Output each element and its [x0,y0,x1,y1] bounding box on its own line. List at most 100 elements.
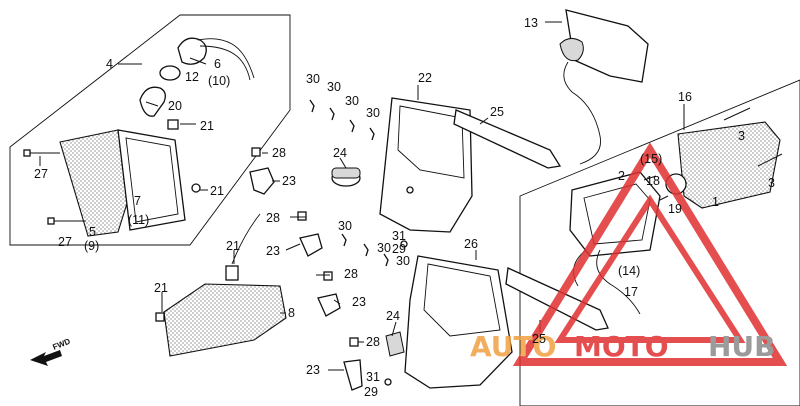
clip-30e [341,233,347,247]
side-cover-26-part [404,255,513,389]
callout-label: 28 [366,335,380,349]
lower-brackets [297,211,408,391]
callout-label: 19 [668,202,682,216]
turn-signal-8-lens [163,283,287,357]
grommet-24a-top [331,167,361,179]
callout-label: 5 [89,225,96,239]
bracket-23a [249,167,275,195]
clip-31b [384,378,392,386]
watermark: AUTO MOTO HUB [470,142,788,366]
bracket-23c [317,293,341,317]
ring-part [159,65,181,81]
clip-30a [309,99,315,113]
callout-label: 21 [226,239,240,253]
callout-label: (14) [618,264,640,278]
callout-label: 27 [58,235,72,249]
taillight-13-wire [563,61,602,165]
callout-label: 30 [306,72,320,86]
screw-27a-head [23,149,31,157]
bulb-part [139,86,166,117]
callout-label: 25 [532,332,546,346]
callout-label: 7 [134,194,141,208]
callout-labels: 13 4 6 12 (10) 20 21 27 7 (11) 21 27 5 (… [34,16,775,399]
callout-label: 20 [168,99,182,113]
clip-31a [400,240,408,248]
turn-signal-housing-part [117,129,186,231]
callout-label: 12 [185,70,199,84]
callout-label: 30 [327,80,341,94]
light-wire-part [596,249,641,315]
callout-label: 31 [366,370,380,384]
clip-30b [329,107,335,121]
bulb-socket-part [177,37,207,65]
screw-21b-part [191,183,201,193]
watermark-part1: AUTO [470,330,556,363]
watermark-triangle-outer [512,142,788,366]
side-cover-26-window [423,263,501,337]
clip-30g [383,253,389,267]
callout-label: 31 [392,229,406,243]
bolt-28c [323,271,333,281]
callout-label: 25 [490,105,504,119]
screw-3a-part [723,107,751,121]
clip-30c [349,119,355,133]
callout-label: 23 [266,244,280,258]
callout-label: 23 [282,174,296,188]
watermark-triangle-inner [554,194,746,343]
callout-label: 28 [344,267,358,281]
fwd-label: FWD [51,337,71,352]
callout-label: 18 [646,174,660,188]
callout-label: (11) [128,213,149,227]
fwd-indicator: FWD [30,337,72,366]
screw-21d-part [155,312,165,322]
callout-label: 3 [738,129,745,143]
callout-label: (15) [640,152,662,166]
bracket-23b [299,233,323,257]
side-cover-22-window [397,105,465,179]
callout-label: 1 [712,195,719,209]
front-turn-signal-group [9,14,291,246]
callout-label: (9) [84,239,99,253]
rear-lens-part [677,121,781,209]
watermark-part3: HUB [708,330,776,363]
fwd-arrow-icon [30,350,62,366]
turn-signal-8-socket [225,265,239,281]
bolt-28b [297,211,307,221]
leader-lines [39,21,685,371]
callout-label: 4 [106,57,113,71]
callout-label: 16 [678,90,692,104]
callout-label: 24 [386,309,400,323]
bracket-23d [343,359,363,391]
callout-label: 27 [34,167,48,181]
side-cover-upper [379,97,473,233]
bolt-28d [349,337,359,347]
callout-label: 29 [392,242,406,256]
watermark-part2: MOTO [574,330,669,363]
side-cover-22-part [379,97,473,233]
callout-label: 30 [338,219,352,233]
side-cover-22-hole [406,186,414,194]
side-cover-lower [404,255,513,389]
screw-3b-part [757,153,783,167]
callout-label: 28 [266,211,280,225]
callout-label: 26 [464,237,478,251]
callout-label: 2 [618,169,625,183]
callout-label: (10) [208,74,230,88]
callout-label: 22 [418,71,432,85]
callout-label: 21 [210,184,224,198]
callout-label: 23 [306,363,320,377]
group-boundary-left [9,14,291,246]
callout-label: 21 [200,119,214,133]
bolt-28a [251,147,261,157]
callout-label: 24 [333,146,347,160]
group-boundary-right [519,79,800,406]
callout-label: 29 [364,385,378,399]
grommet-24b [385,331,405,357]
callout-label: 6 [214,57,221,71]
callout-label: 30 [345,94,359,108]
callout-label: 13 [524,16,538,30]
screw-27b-head [47,217,55,225]
tail-light-upper [559,9,649,165]
taillight-13-socket [559,38,584,62]
